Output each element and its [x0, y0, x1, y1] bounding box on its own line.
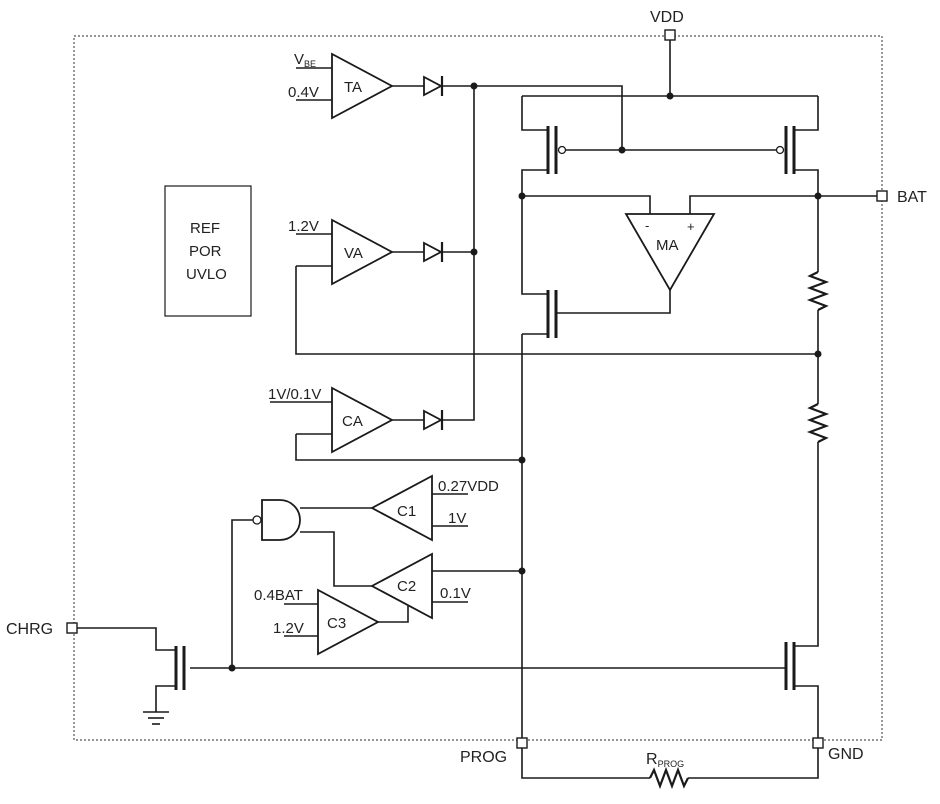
ref-por-uvlo-block: REF POR UVLO — [164, 185, 252, 317]
pmos-right — [775, 96, 819, 196]
ma-label: MA — [656, 237, 679, 254]
chrg-pin[interactable]: CHRG — [6, 621, 78, 638]
nmos-bottom-right — [784, 642, 819, 738]
ma-minus: - — [645, 218, 649, 233]
c3-input-1-2v: 1.2V — [273, 620, 304, 637]
bat-label: BAT — [897, 189, 927, 206]
va-label: VA — [344, 245, 363, 262]
c3-label: C3 — [327, 615, 346, 632]
gnd-pin[interactable]: GND — [812, 737, 864, 763]
rprog-resistor — [649, 766, 689, 790]
c1-ref-1v: 1V — [448, 510, 466, 527]
nmos-chrg — [77, 627, 186, 712]
ta-input-vbe: VBE — [294, 51, 316, 69]
chip-boundary — [73, 35, 883, 741]
amplifier-ma: - + MA — [624, 213, 716, 292]
prog-label: PROG — [460, 749, 507, 766]
ma-plus: + — [687, 219, 695, 234]
ta-input-0-4v: 0.4V — [288, 84, 319, 101]
ref-line2: POR — [189, 243, 222, 260]
chrg-label: CHRG — [6, 621, 53, 638]
comparator-c1: C1 0.27VDD 1V — [370, 474, 499, 542]
ca-input-1v-0-1v: 1V/0.1V — [268, 386, 321, 403]
ta-label: TA — [344, 79, 362, 96]
ground-icon — [143, 711, 169, 725]
c3-input-0-4bat: 0.4BAT — [254, 587, 303, 604]
divider-resistor-top — [806, 271, 830, 311]
rprog-label: RPROG — [646, 751, 684, 769]
vdd-label: VDD — [650, 9, 684, 26]
and-gate — [252, 499, 301, 541]
amplifier-ta: TA VBE 0.4V — [288, 51, 394, 120]
divider-resistor-bottom — [806, 403, 830, 443]
c2-label: C2 — [397, 578, 416, 595]
c1-label: C1 — [397, 503, 416, 520]
diode-va — [423, 241, 444, 263]
nmos-middle — [521, 196, 558, 338]
amplifier-ca: CA 1V/0.1V — [268, 386, 394, 454]
ca-label: CA — [342, 413, 363, 430]
vdd-pin[interactable]: VDD — [650, 9, 684, 41]
c1-ref-0-27vdd: 0.27VDD — [438, 478, 499, 495]
gnd-label: GND — [828, 746, 864, 763]
diode-ca — [423, 409, 444, 431]
bat-pin[interactable]: BAT — [818, 189, 927, 206]
va-input-1-2v: 1.2V — [288, 218, 319, 235]
amplifier-va: VA 1.2V — [288, 218, 394, 286]
prog-pin[interactable]: PROG — [460, 737, 528, 766]
pmos-left — [521, 96, 567, 196]
ref-line3: UVLO — [186, 266, 227, 283]
comparator-c3: C3 0.4BAT 1.2V — [254, 587, 380, 656]
ref-line1: REF — [190, 220, 220, 237]
c2-ref-0-1v: 0.1V — [440, 585, 471, 602]
diode-ta — [423, 75, 444, 97]
comparator-c2: C2 0.1V — [370, 552, 522, 620]
